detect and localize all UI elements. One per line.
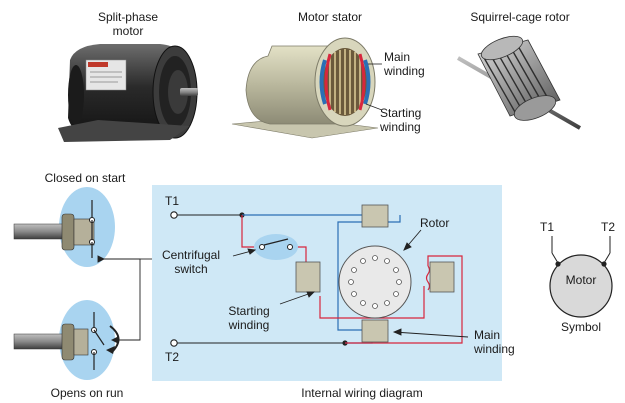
centrifugal-switch-label: Centrifugal switch: [152, 248, 230, 276]
bubble-leader-lines: [97, 255, 152, 344]
closed-on-start-caption: Closed on start: [44, 171, 126, 185]
wiring-starting-winding-label: Starting winding: [214, 304, 284, 332]
split-phase-motor-caption-line1: Split-phase: [97, 10, 159, 24]
motor-stator-caption: Motor stator: [297, 10, 363, 24]
rotor-bars: [348, 255, 402, 309]
pole-left: [295, 261, 321, 293]
stator-starting-winding-line2: winding: [380, 120, 421, 134]
pole-right: [429, 261, 455, 293]
pole-bottom: [361, 319, 389, 343]
internal-wiring-caption: Internal wiring diagram: [301, 386, 423, 400]
wiring-t2-label: T2: [165, 350, 180, 364]
rotor-circle: [338, 245, 412, 319]
wiring-main-winding-label: Main winding: [474, 328, 515, 356]
stator-main-winding-label: Main winding: [384, 50, 425, 78]
stator-main-winding-line2: winding: [384, 64, 425, 78]
wiring-main-winding-line2: winding: [474, 342, 515, 356]
squirrel-cage-rotor-caption: Squirrel-cage rotor: [470, 10, 570, 24]
centrifugal-switch-bubble: [254, 234, 298, 260]
symbol-caption: Symbol: [560, 320, 601, 334]
terminal-t2: [170, 339, 178, 347]
motor-symbol: [549, 236, 613, 318]
stator-starting-winding-label: Starting winding: [380, 106, 421, 134]
open-switch-view: [13, 300, 120, 380]
motor-stator-image: [231, 37, 383, 139]
stator-main-winding-line1: Main: [384, 50, 411, 64]
wiring-diagram: [170, 204, 469, 347]
stator-starting-winding-line1: Starting: [380, 106, 422, 120]
pole-top: [361, 204, 389, 228]
squirrel-cage-rotor-image: [457, 35, 581, 130]
wiring-starting-winding-line1: Starting: [228, 304, 270, 318]
wiring-t1-label: T1: [165, 194, 180, 208]
split-phase-motor-image: [58, 44, 198, 142]
symbol-t1-label: T1: [540, 220, 555, 234]
wiring-main-winding-line1: Main: [474, 328, 501, 342]
wiring-starting-winding-line2: winding: [228, 318, 270, 332]
centrifugal-switch-line2: switch: [174, 262, 208, 276]
rotor-label: Rotor: [420, 216, 450, 230]
symbol-t2-label: T2: [601, 220, 616, 234]
opens-on-run-caption: Opens on run: [50, 386, 124, 400]
split-phase-motor-caption-line2: motor: [112, 24, 144, 38]
split-phase-motor-caption: Split-phase motor: [88, 10, 168, 38]
symbol-motor-text: Motor: [565, 273, 597, 287]
terminal-t1: [170, 211, 178, 219]
closed-switch-view: [13, 187, 115, 267]
centrifugal-switch-line1: Centrifugal: [161, 248, 221, 262]
